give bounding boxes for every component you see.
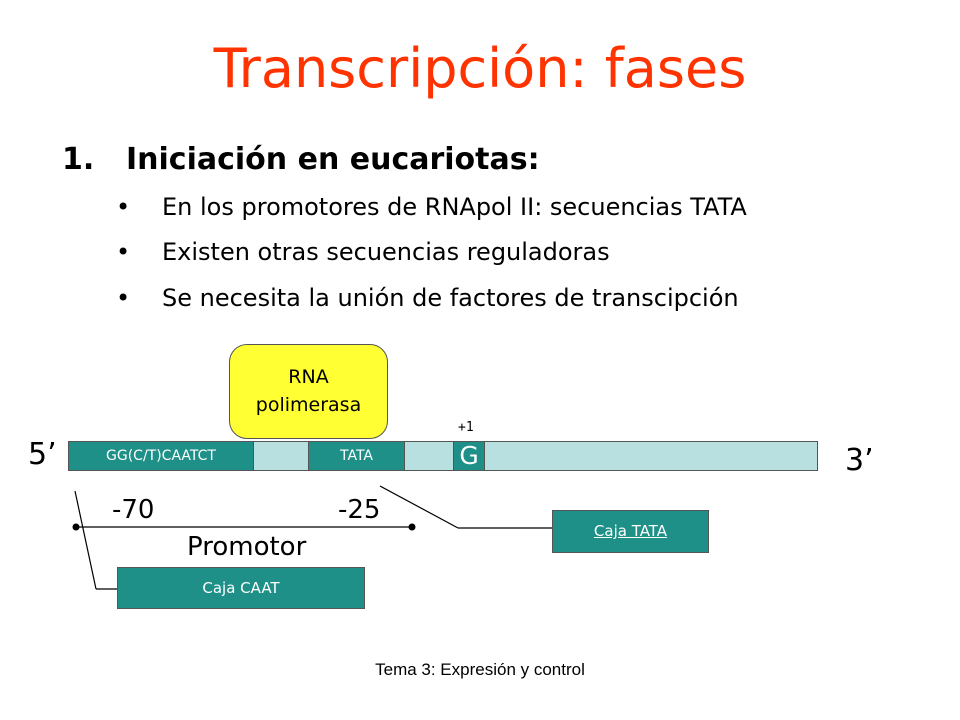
dna-segment xyxy=(484,441,818,471)
start-base-g: G xyxy=(453,441,485,471)
caja-caat-box: Caja CAAT xyxy=(117,567,365,609)
section-heading: 1. Iniciación en eucariotas: xyxy=(62,140,540,180)
position-minus-25: -25 xyxy=(338,495,381,525)
position-minus-70: -70 xyxy=(112,495,155,525)
heading-text: Iniciación en eucariotas: xyxy=(126,142,540,177)
slide-title: Transcripción: fases xyxy=(213,37,747,100)
footer-text: Tema 3: Expresión y control xyxy=(375,660,585,679)
caat-connector-line xyxy=(74,490,97,590)
three-prime-label: 3’ xyxy=(845,443,874,478)
plus-one-label: +1 xyxy=(458,420,474,435)
bullet-item: • Se necesita la unión de factores de tra… xyxy=(116,281,739,315)
rna-pol-label-line1: RNA xyxy=(288,366,329,388)
promoter-end-dot xyxy=(408,523,416,531)
promoter-start-dot xyxy=(72,523,80,531)
dna-segment-caat: GG(C/T)CAATCT xyxy=(68,441,254,471)
dna-segment xyxy=(404,441,454,471)
bullet-text: En los promotores de RNApol II: secuenci… xyxy=(162,193,747,221)
heading-number: 1. xyxy=(62,142,95,177)
caja-tata-box: Caja TATA xyxy=(552,510,709,553)
promotor-label: Promotor xyxy=(187,532,307,562)
bullet-item: • En los promotores de RNApol II: secuenc… xyxy=(116,190,747,224)
dna-segment xyxy=(253,441,309,471)
tata-connector-line xyxy=(379,485,459,529)
bullet-text: Se necesita la unión de factores de tran… xyxy=(162,284,739,312)
rna-polymerase: RNA polimerasa xyxy=(229,344,388,439)
bullet-dot: • xyxy=(116,284,131,312)
bullet-text: Existen otras secuencias reguladoras xyxy=(162,238,610,266)
bullet-dot: • xyxy=(116,193,131,221)
bullet-dot: • xyxy=(116,238,131,266)
bullet-item: • Existen otras secuencias reguladoras xyxy=(116,235,610,269)
dna-segment-tata: TATA xyxy=(308,441,405,471)
rna-pol-label-line2: polimerasa xyxy=(255,394,362,416)
five-prime-label: 5’ xyxy=(28,437,57,472)
